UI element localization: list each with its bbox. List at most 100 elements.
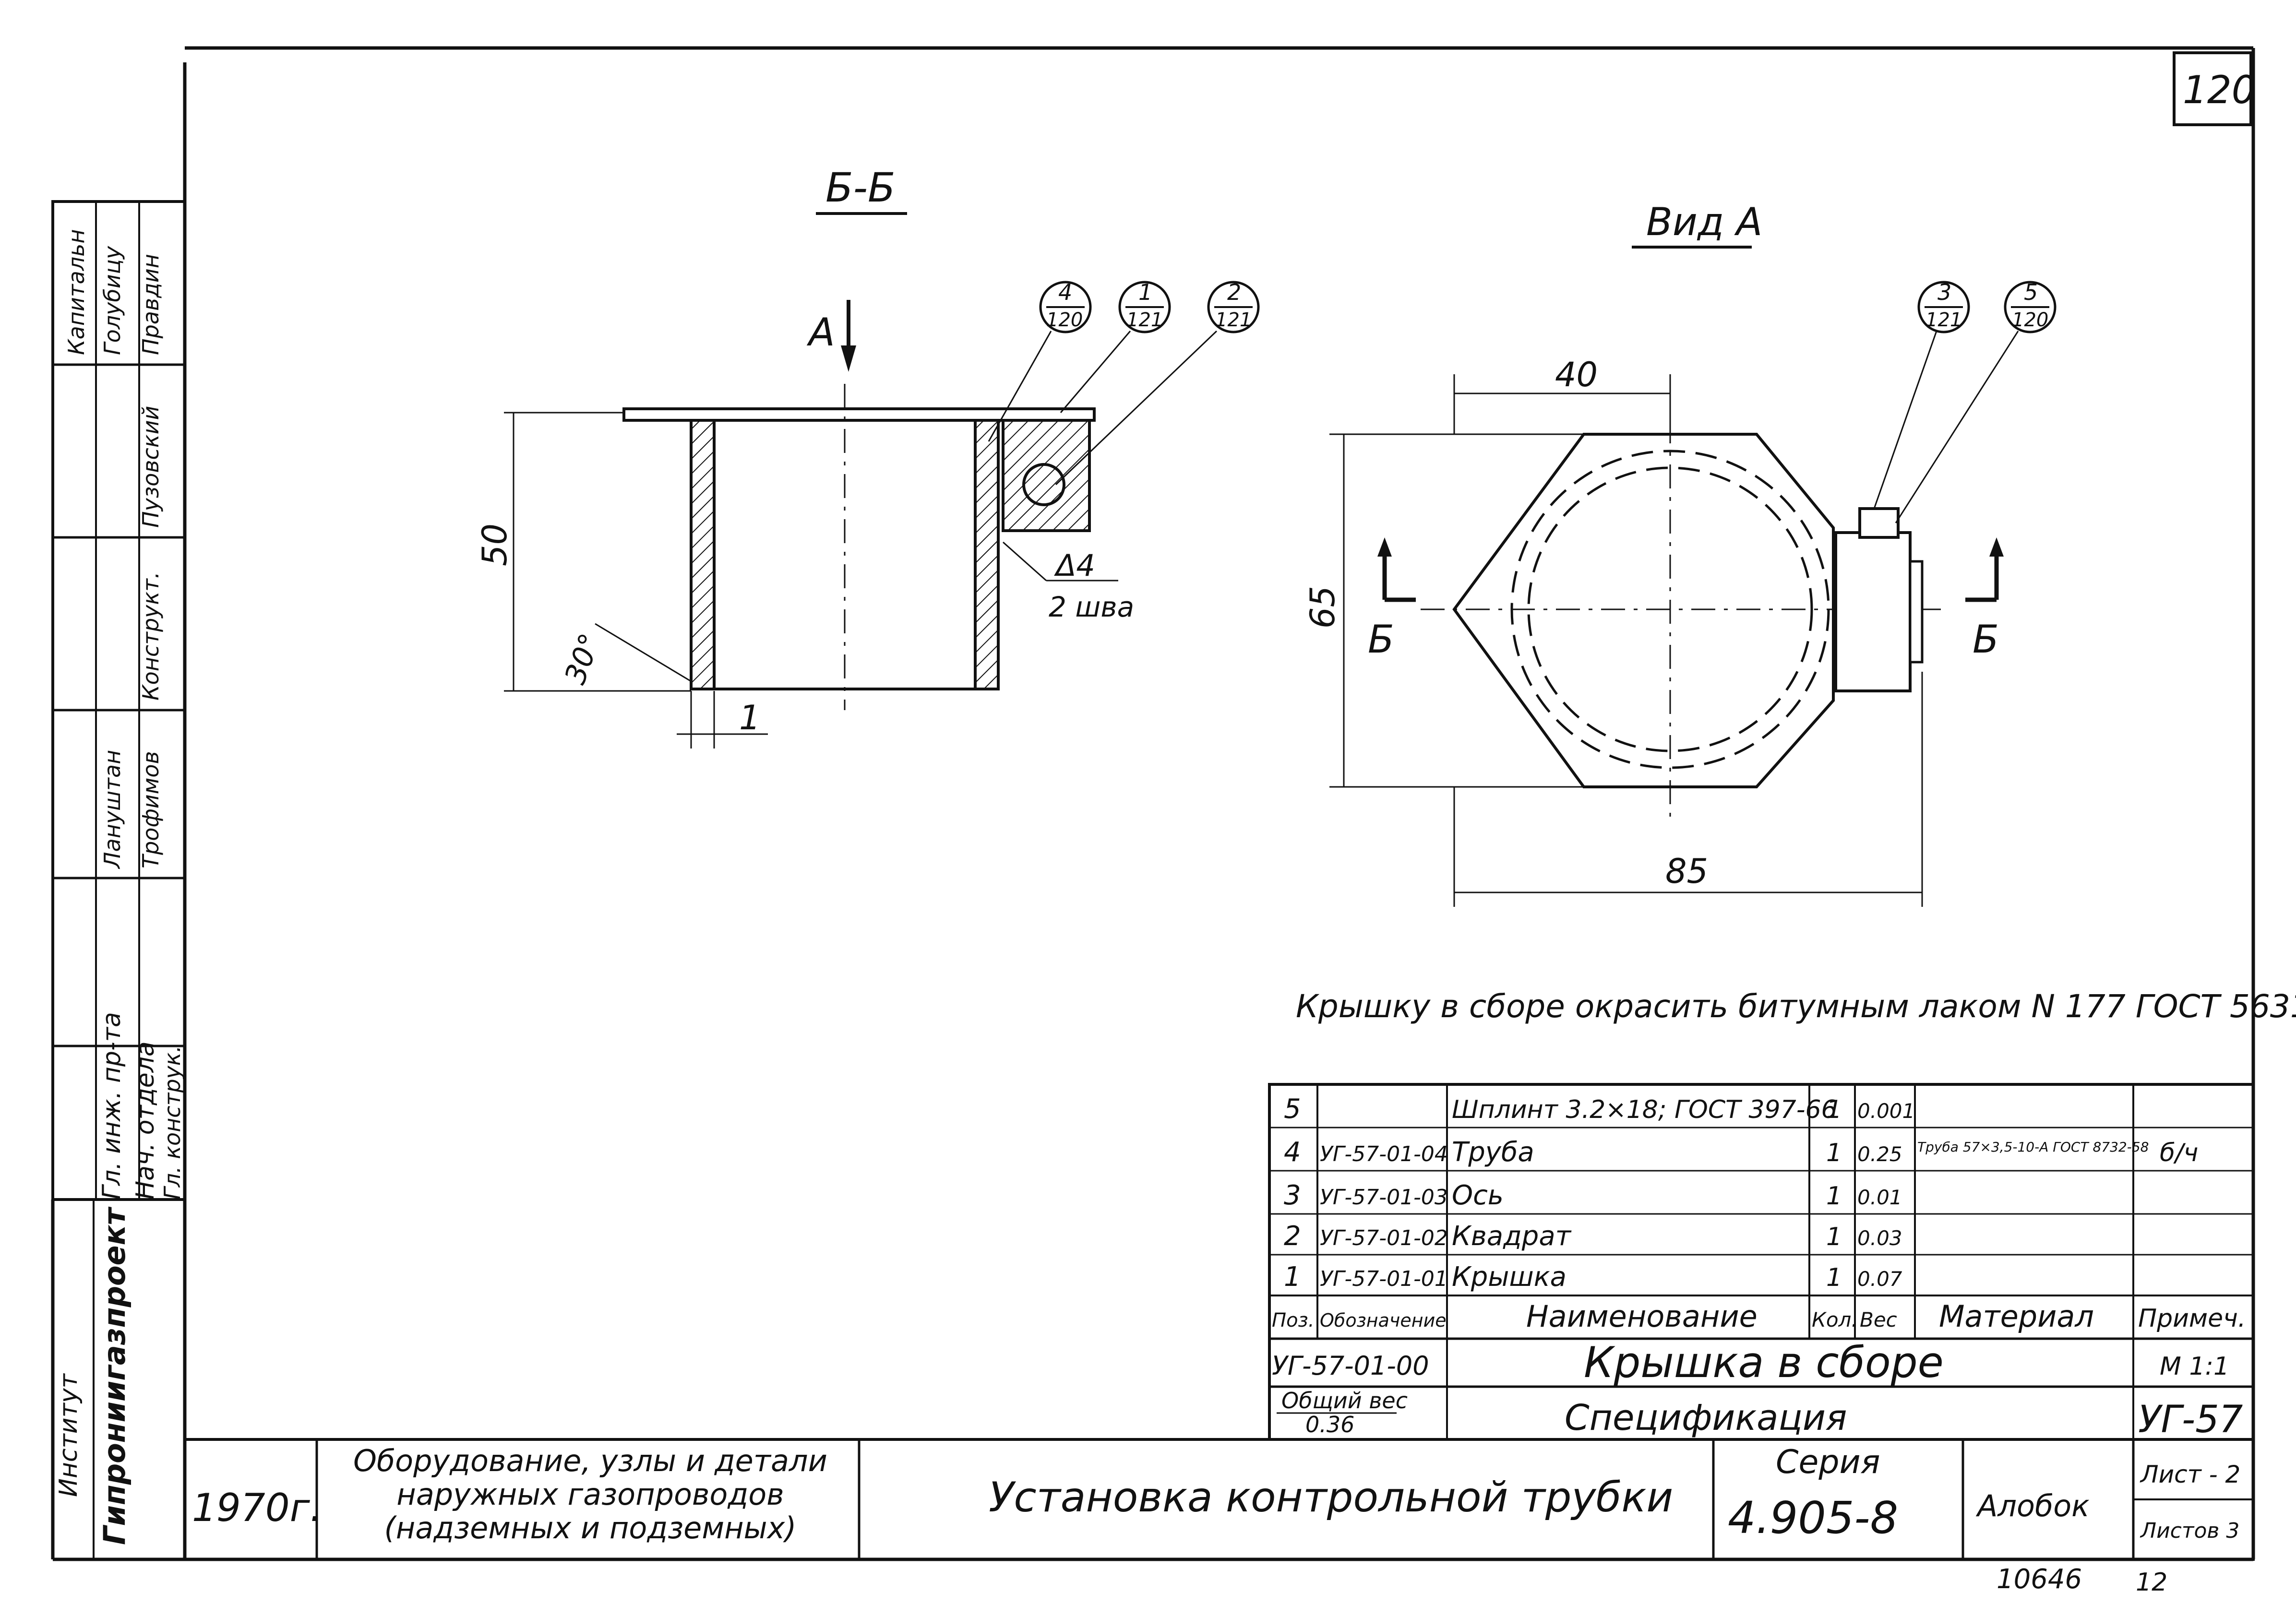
row-4-note: б/ч bbox=[2160, 1139, 2198, 1167]
doc-code: УГ-57 bbox=[2138, 1398, 2243, 1441]
row-2-designation: УГ-57-01-02 bbox=[1320, 1226, 1448, 1250]
view-arrow-head bbox=[841, 345, 856, 372]
row-1-designation: УГ-57-01-01 bbox=[1320, 1267, 1448, 1291]
row-4-qty: 1 bbox=[1826, 1139, 1842, 1167]
callout-3: 3 121 bbox=[1873, 279, 1970, 509]
dim-angle: 30° bbox=[558, 629, 607, 689]
callout-5-sheet: 120 bbox=[2012, 309, 2048, 331]
view-a: Вид А Б Б 40 65 85 bbox=[1303, 200, 2057, 907]
cover-outline bbox=[1452, 433, 1835, 788]
callout-3-pos: 3 bbox=[1937, 279, 1951, 305]
header-qty: Кол. bbox=[1812, 1308, 1858, 1331]
section-mark-left: Б bbox=[1368, 617, 1394, 662]
paint-note: Крышку в сборе окрасить битумным лаком N… bbox=[1296, 988, 2296, 1025]
header-note: Примеч. bbox=[2138, 1304, 2246, 1333]
row-2-qty: 1 bbox=[1826, 1223, 1842, 1251]
row-4-pos: 4 bbox=[1284, 1137, 1301, 1168]
side-role-2: Нач. отдела bbox=[131, 1041, 160, 1200]
side-name-1: Капитальн bbox=[63, 229, 89, 355]
title-block: 1970г. Оборудование, узлы и детали наруж… bbox=[183, 1438, 2255, 1561]
callout-2-sheet: 121 bbox=[1215, 309, 1252, 331]
series-label: Серия bbox=[1776, 1443, 1880, 1481]
total-weight-label: Общий вес bbox=[1281, 1388, 1408, 1414]
side-role-3: Гл. конструк. bbox=[159, 1046, 185, 1200]
header-designation: Обозначение bbox=[1320, 1310, 1447, 1331]
row-5-qty: 1 bbox=[1826, 1095, 1842, 1124]
side-name-7: Трофимов bbox=[138, 751, 164, 868]
row-4-designation: УГ-57-01-04 bbox=[1320, 1142, 1448, 1166]
side-stamp: Гл. инж. пр-та Нач. отдела Гл. конструк.… bbox=[51, 200, 186, 1559]
institute-name: Гипрониигазпроект bbox=[97, 1206, 132, 1545]
row-4-name: Труба bbox=[1452, 1137, 1534, 1168]
sheet-number-box: 120 bbox=[2173, 51, 2256, 126]
row-2-pos: 2 bbox=[1284, 1221, 1301, 1252]
cover-plate bbox=[622, 407, 1096, 422]
sheet-number: 120 bbox=[2183, 68, 2256, 112]
dim-width: 85 bbox=[1665, 852, 1708, 891]
hinge-square bbox=[1834, 531, 1912, 692]
bottom-stamp-2: 12 bbox=[2136, 1568, 2167, 1597]
row-2-weight: 0.03 bbox=[1857, 1226, 1902, 1250]
callout-1: 1 121 bbox=[1060, 279, 1171, 413]
pipe-wall-left bbox=[690, 419, 716, 690]
row-4-weight: 0.25 bbox=[1857, 1142, 1902, 1166]
institute-label: Институт bbox=[54, 1373, 83, 1497]
subject: Оборудование, узлы и детали наружных газ… bbox=[353, 1444, 827, 1545]
sheet-frame bbox=[51, 46, 2255, 1561]
weld-label: Δ4 bbox=[1054, 548, 1095, 583]
section-title: Б-Б bbox=[825, 164, 896, 211]
assembly-name: Крышка в сборе bbox=[1584, 1338, 1944, 1387]
view-arrow-label: А bbox=[806, 310, 835, 355]
dim-height: 50 bbox=[475, 523, 514, 566]
row-5-pos: 5 bbox=[1284, 1093, 1301, 1125]
total-weight: 0.36 bbox=[1305, 1412, 1354, 1438]
callout-2-pos: 2 bbox=[1227, 279, 1241, 305]
sheet-label: Лист - 2 bbox=[2140, 1461, 2240, 1488]
side-name-2: Голубицу bbox=[99, 246, 125, 355]
callout-2: 2 121 bbox=[1055, 279, 1260, 486]
callout-4-sheet: 120 bbox=[1046, 309, 1083, 331]
dim-wall: 1 bbox=[739, 698, 761, 737]
dim-top: 40 bbox=[1555, 355, 1598, 394]
side-name-6: Лануштан bbox=[99, 750, 125, 869]
row-1-pos: 1 bbox=[1284, 1261, 1301, 1293]
row-3-weight: 0.01 bbox=[1857, 1186, 1902, 1209]
row-1-qty: 1 bbox=[1826, 1263, 1842, 1292]
sheets-label: Листов 3 bbox=[2140, 1519, 2239, 1543]
section-view-b-b: Б-Б А 50 30° 1 bbox=[475, 164, 1260, 749]
year: 1970г. bbox=[192, 1485, 322, 1530]
side-name-5: Конструкт. bbox=[138, 571, 164, 701]
scale: М 1:1 bbox=[2160, 1352, 2229, 1381]
side-name-3: Правдин bbox=[138, 254, 164, 355]
weld-note: 2 шва bbox=[1049, 591, 1134, 623]
row-1-weight: 0.07 bbox=[1857, 1267, 1902, 1291]
dim-height-a: 65 bbox=[1303, 586, 1342, 629]
row-5-weight: 0.001 bbox=[1857, 1099, 1915, 1123]
assembly-code: УГ-57-01-00 bbox=[1272, 1351, 1429, 1381]
header-weight: Вес bbox=[1860, 1308, 1897, 1331]
callout-1-pos: 1 bbox=[1138, 279, 1152, 305]
callout-5-pos: 5 bbox=[2024, 279, 2038, 305]
bottom-stamp: 10646 bbox=[1997, 1564, 2082, 1595]
spec-label: Спецификация bbox=[1565, 1397, 1847, 1438]
section-mark-right: Б bbox=[1973, 617, 1999, 662]
row-3-qty: 1 bbox=[1826, 1182, 1842, 1211]
callout-1-sheet: 121 bbox=[1126, 309, 1163, 331]
row-3-pos: 3 bbox=[1284, 1180, 1301, 1211]
callout-4: 4 120 bbox=[988, 279, 1092, 442]
hinge-pin bbox=[1858, 507, 1900, 539]
series-number: 4.905-8 bbox=[1728, 1492, 1898, 1544]
header-pos: Поз. bbox=[1272, 1309, 1315, 1331]
callout-3-sheet: 121 bbox=[1925, 309, 1962, 331]
callout-4-pos: 4 bbox=[1058, 279, 1072, 305]
header-material: Материал bbox=[1939, 1299, 2094, 1334]
callout-5: 5 120 bbox=[1895, 279, 2057, 523]
pipe-wall-right bbox=[974, 419, 1000, 690]
drawing-title: Установка контрольной трубки bbox=[989, 1473, 1673, 1521]
row-5-name: Шплинт 3.2×18; ГОСТ 397-66 bbox=[1452, 1095, 1837, 1124]
row-3-name: Ось bbox=[1452, 1180, 1504, 1211]
signature: Алобок bbox=[1975, 1488, 2090, 1523]
row-2-name: Квадрат bbox=[1452, 1221, 1572, 1252]
pipe-inner-hidden bbox=[1527, 466, 1813, 752]
